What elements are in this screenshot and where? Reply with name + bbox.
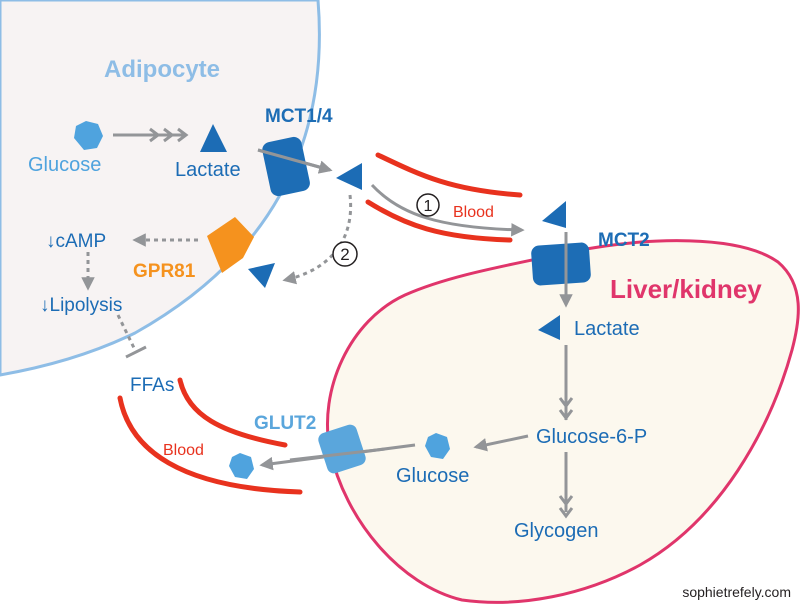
upper-blood-vessel [365,152,523,243]
lipolysis-label: ↓Lipolysis [40,295,122,316]
lactate-triangle-liver [538,315,560,340]
lactate-to-gpr81-arrow [282,194,353,285]
blood-upper-label: Blood [453,204,494,221]
adipocyte-label: Adipocyte [104,56,220,83]
lower-blood-vessel [117,377,303,495]
glucose-hexagon-blood [229,453,254,479]
blood-lower-label: Blood [163,442,204,459]
glucose-adipocyte-label: Glucose [28,154,101,176]
glucose-hexagon-adipocyte [74,121,103,150]
lactate-triangle-blood [542,201,566,228]
lipolysis-to-ffas-line [116,314,137,351]
glucose-hexagon-liver [425,433,450,459]
step-1-number: 1 [424,198,433,215]
glucose-to-lactate-chevrons [149,127,189,143]
lactate-triangle-adipocyte [200,124,227,152]
step-2-number: 2 [340,245,349,264]
lactate-adipocyte-label: Lactate [175,159,241,181]
blood-transport-arrow [370,183,525,237]
mct14-channel-line [257,148,331,172]
gpr81-label: GPR81 [133,261,196,282]
gpr81-receptor [207,217,254,273]
adipocyte-cell [0,0,321,377]
mct2-label: MCT2 [598,230,650,251]
lactate-triangle-exported [336,163,362,190]
ffas-label: FFAs [130,375,174,396]
glucose-liver-label: Glucose [396,465,469,487]
glut2-transporter [318,424,366,474]
lactate-to-g6p-chevrons [558,397,574,421]
step-1-circle [416,193,440,217]
lactate-liver-label: Lactate [574,318,640,340]
glycogen-label: Glycogen [514,520,599,542]
step-2-circle [332,241,358,267]
inhibition-bar [125,345,147,359]
liver-label: Liver/kidney [610,274,762,304]
glut2-channel-line [289,447,386,462]
credit-text: sophietrefely.com [682,584,791,600]
camp-label: ↓cAMP [46,231,106,252]
mct14-label: MCT1/4 [265,106,333,127]
g6p-to-glycogen-chevrons [558,495,574,519]
glut2-label: GLUT2 [254,413,316,434]
glucose6p-label: Glucose-6-P [536,426,647,448]
lactate-triangle-gpr81 [248,263,275,288]
mct14-transporter [262,136,310,197]
mct2-transporter [531,242,591,286]
g6p-to-glucose-arrow [473,434,529,452]
